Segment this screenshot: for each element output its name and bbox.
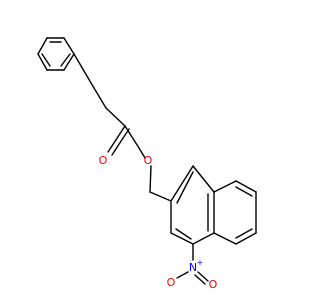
naph-double-5: [235, 228, 253, 239]
ester-o-bond-left: [138, 147, 146, 159]
methylene-bond: [149, 191, 172, 202]
molecule-structure: O O N + O - O: [37, 37, 257, 291]
phenyl-double-3: [41, 53, 51, 67]
ester-oxygen-label: O: [144, 154, 153, 167]
naph-double-1: [176, 171, 194, 204]
phenyl-bond-5: [37, 53, 48, 71]
carbonyl-oxygen-label: O: [99, 154, 108, 167]
chain-bond-3: [105, 107, 126, 127]
naph-bond-7: [213, 180, 237, 193]
phenyl-bond-3: [63, 53, 75, 71]
nitro-n-o-right-double: [194, 274, 206, 285]
nitro-oxygen-left-label: O: [167, 276, 176, 289]
phenyl-bond-2: [63, 37, 75, 55]
naph-bond-8: [235, 180, 257, 193]
naph-bond-10: [235, 232, 257, 245]
nitro-nitrogen-label: N: [189, 261, 197, 274]
naph-bond-2: [192, 165, 215, 193]
chain-bond-2: [93, 87, 107, 109]
ester-o-bond-right: [149, 165, 152, 193]
naph-double-4: [235, 186, 253, 197]
phenyl-bond-6: [37, 37, 48, 55]
carbonyl-bond: [107, 125, 126, 153]
carbonyl-double: [111, 128, 130, 156]
molecule-canvas: O O N + O - O: [37, 37, 257, 291]
phenyl-double-2: [60, 53, 71, 67]
naph-bond-5: [170, 232, 194, 245]
atom-label-layer: O O N + O - O: [99, 154, 218, 291]
chain-bond-4: [124, 125, 140, 149]
chain-bond-1: [73, 53, 95, 89]
bond-layer: [37, 37, 257, 285]
nitro-oxygen-right-label: O: [209, 278, 218, 291]
nitro-n-o-left-bond: [176, 271, 189, 279]
naph-bond-11: [213, 232, 237, 245]
nitro-oxygen-left-charge: -: [177, 273, 180, 282]
naph-bond-1: [170, 165, 194, 202]
naph-double-3: [175, 228, 192, 240]
naph-bond-4: [192, 232, 215, 245]
nitro-nitrogen-charge: +: [197, 258, 204, 267]
nitro-n-o-right-bond: [197, 271, 209, 282]
